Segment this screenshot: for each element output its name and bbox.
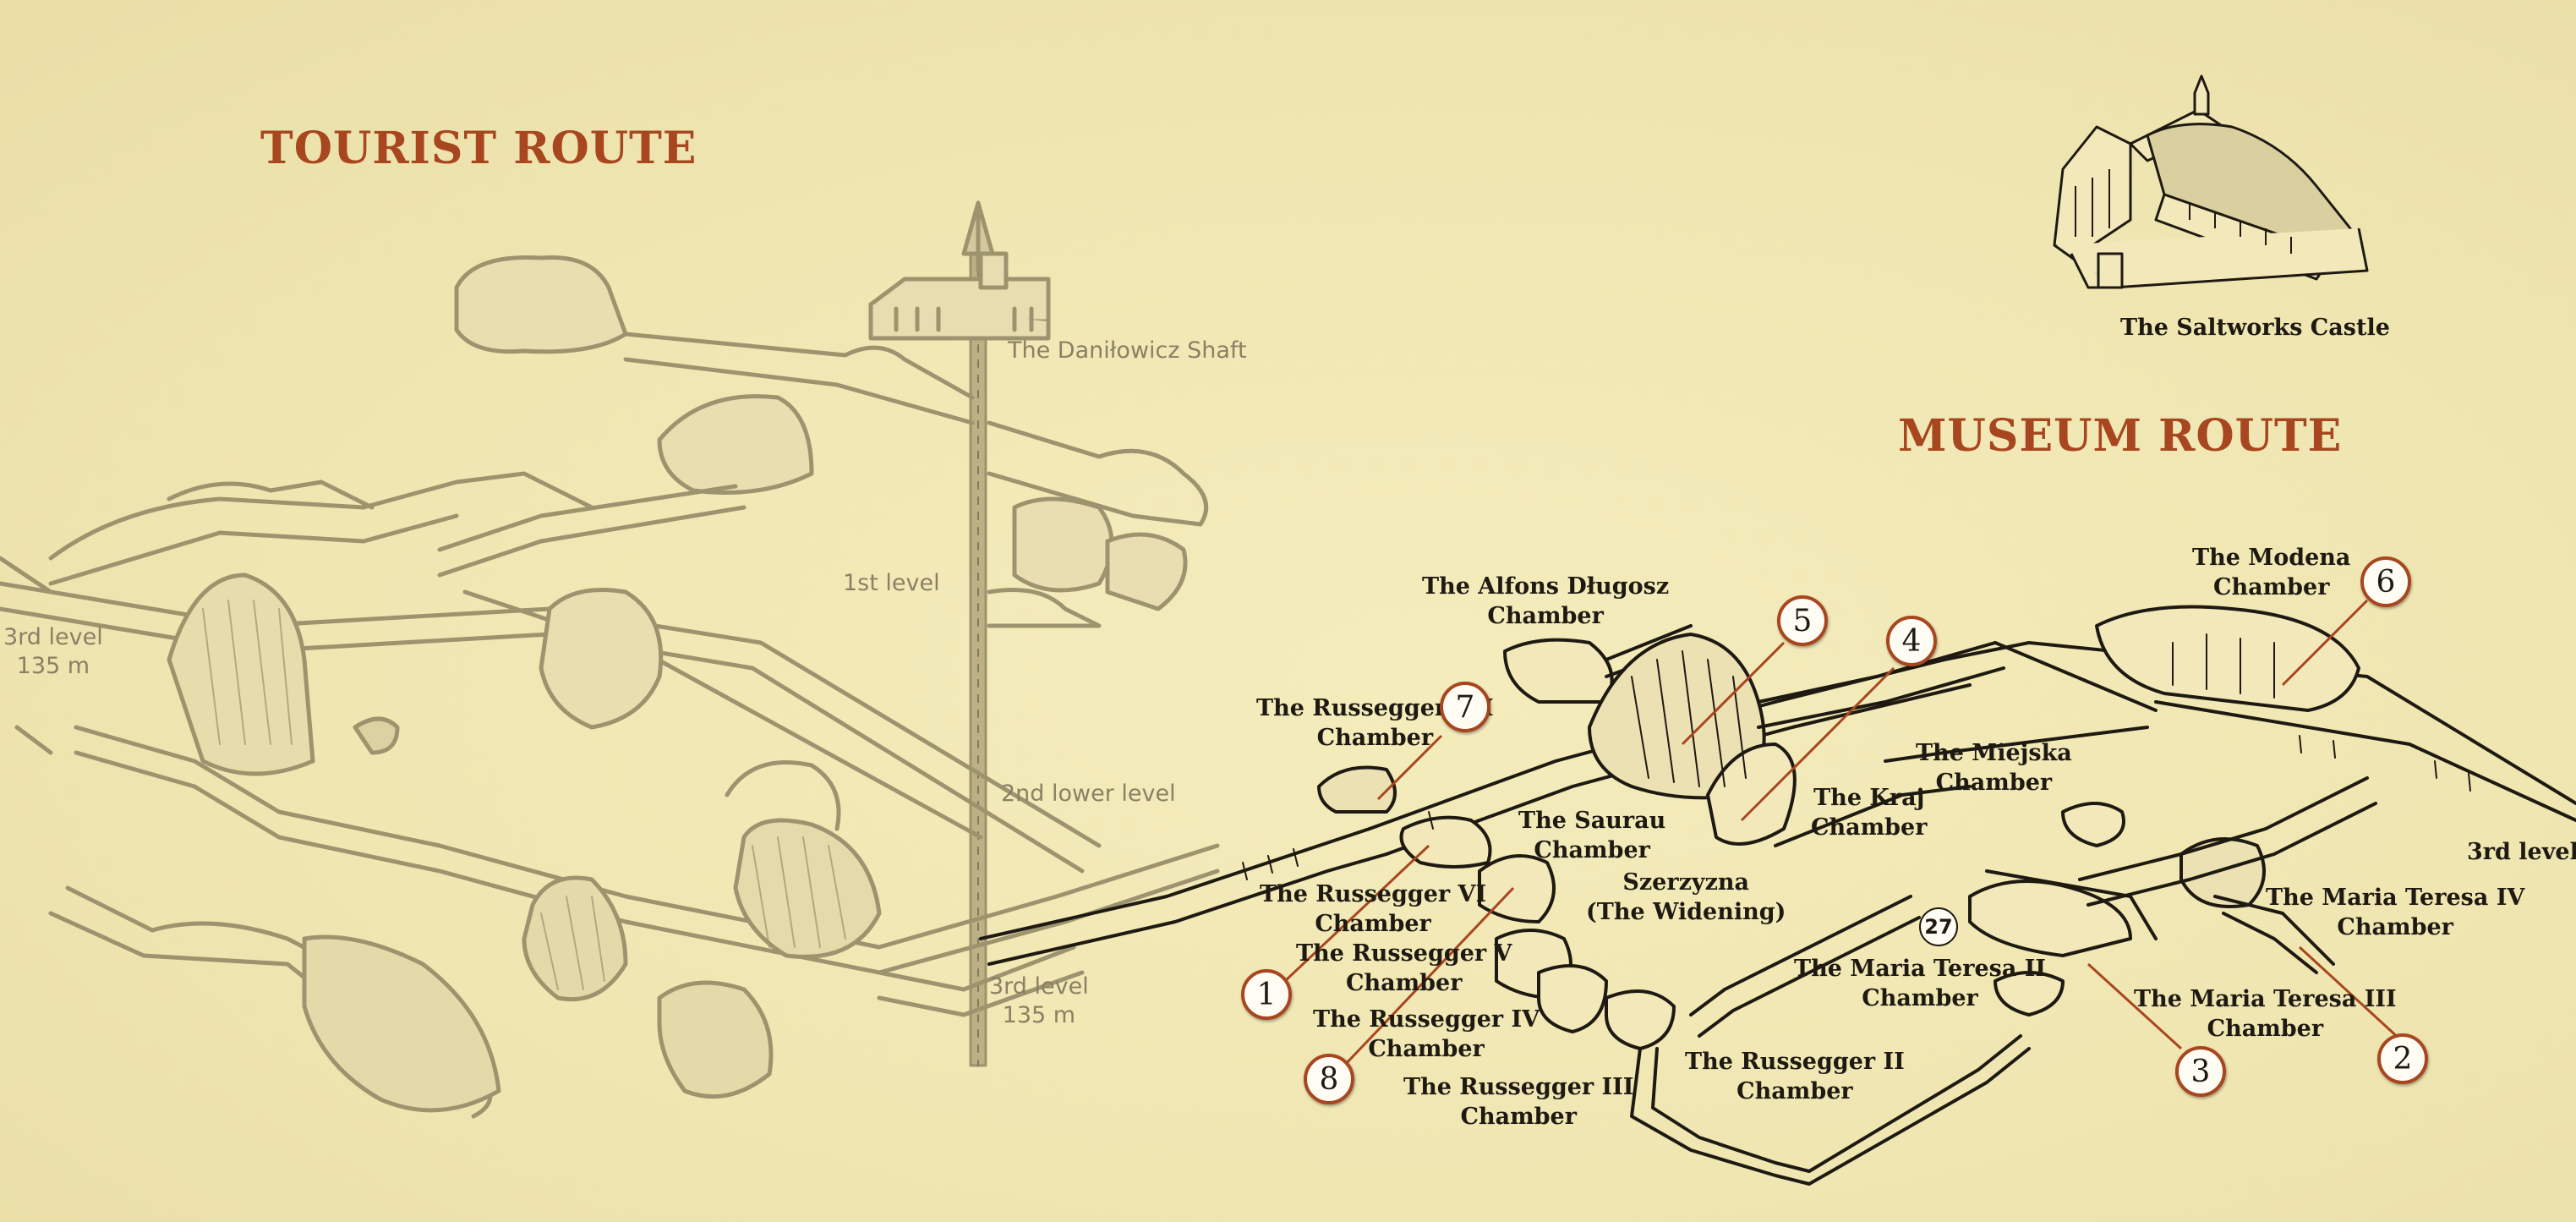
miejska-chamber-label: The Miejska Chamber <box>1916 738 2072 797</box>
russegger-vi-label-line1: The Russegger VI <box>1260 881 1487 907</box>
marker-leader-lines <box>1283 599 2403 1067</box>
marker-27[interactable]: 27 <box>1919 907 1958 946</box>
russegger-vi-label-line2: Chamber <box>1315 911 1431 937</box>
danilowicz-shaft-headframe-illustration <box>868 251 1051 341</box>
miejska-label-line2: Chamber <box>1935 770 2053 796</box>
kraj-label-line2: Chamber <box>1811 814 1928 841</box>
szerzyzna-label-line2: (The Widening) <box>1586 899 1786 925</box>
modena-chamber-label: The Modena Chamber <box>2192 543 2350 602</box>
russegger-ii-label-line1: The Russegger II <box>1685 1049 1905 1075</box>
third-level-center-label: 3rd level 135 m <box>989 973 1089 1030</box>
marker-3[interactable]: 3 <box>2175 1046 2226 1097</box>
third-level-left-line2: 135 m <box>16 653 90 679</box>
russegger-ii-chamber-label: The Russegger II Chamber <box>1685 1047 1905 1106</box>
russegger-iv-label-line2: Chamber <box>1368 1036 1485 1062</box>
maria-teresa-ii-label-line1: The Maria Teresa II <box>1794 956 2046 982</box>
russegger-vi-chamber-label: The Russegger VI Chamber <box>1260 880 1486 939</box>
maria-teresa-iv-label-line2: Chamber <box>2337 914 2453 940</box>
maria-teresa-iv-chamber-label: The Maria Teresa IV Chamber <box>2266 883 2524 942</box>
second-lower-level-label: 2nd lower level <box>1001 781 1176 807</box>
maria-teresa-iv-label-line1: The Maria Teresa IV <box>2266 885 2525 911</box>
russegger-v-label-line2: Chamber <box>1346 970 1463 996</box>
maria-teresa-ii-label-line2: Chamber <box>1862 985 1978 1011</box>
saltworks-castle-illustration <box>2053 74 2369 289</box>
marker-8[interactable]: 8 <box>1304 1054 1354 1104</box>
maria-teresa-iii-chamber-label: The Maria Teresa III Chamber <box>2134 984 2397 1044</box>
saltworks-castle-label: The Saltworks Castle <box>2120 315 2390 341</box>
russegger-iv-chamber-label: The Russegger IV Chamber <box>1313 1005 1540 1064</box>
museum-route-title: MUSEUM ROUTE <box>1898 410 2343 462</box>
maria-teresa-iii-label-line2: Chamber <box>2207 1016 2324 1042</box>
miejska-label-line1: The Miejska <box>1916 740 2072 766</box>
marker-4[interactable]: 4 <box>1886 616 1937 666</box>
saurau-label-line2: Chamber <box>1534 837 1650 863</box>
marker-5[interactable]: 5 <box>1777 595 1828 646</box>
szerzyzna-label: Szerzyzna (The Widening) <box>1586 868 1786 927</box>
third-level-right-label: 3rd level <box>2467 839 2576 865</box>
kraj-label-line1: The Kraj <box>1813 785 1925 811</box>
third-level-center-line1: 3rd level <box>989 973 1089 1000</box>
saurau-chamber-label: The Saurau Chamber <box>1518 806 1665 865</box>
marker-7[interactable]: 7 <box>1440 682 1490 732</box>
russegger-v-label-line1: The Russegger V <box>1296 940 1512 967</box>
kraj-chamber-label: The Kraj Chamber <box>1811 783 1927 842</box>
russegger-v-chamber-label: The Russegger V Chamber <box>1296 939 1512 998</box>
leader-line-8 <box>1343 886 1515 1067</box>
leader-line-4 <box>1740 666 1895 822</box>
alfons-dlugosz-chamber-label: The Alfons Długosz Chamber <box>1422 572 1669 631</box>
third-level-left-label: 3rd level 135 m <box>3 623 103 681</box>
russegger-iii-label-line1: The Russegger III <box>1403 1074 1634 1100</box>
maria-teresa-ii-chamber-label: The Maria Teresa II Chamber <box>1794 954 2046 1013</box>
tourist-route-title: TOURIST ROUTE <box>260 123 697 174</box>
russegger-iv-label-line1: The Russegger IV <box>1313 1006 1540 1033</box>
marker-2[interactable]: 2 <box>2377 1033 2428 1084</box>
maria-teresa-iii-label-line1: The Maria Teresa III <box>2134 986 2397 1012</box>
leader-line-3 <box>2087 962 2183 1050</box>
danilowicz-shaft <box>961 200 995 1067</box>
modena-label-line2: Chamber <box>2212 574 2330 600</box>
alfons-dlugosz-label-line2: Chamber <box>1487 603 1604 629</box>
marker-1[interactable]: 1 <box>1241 969 1292 1020</box>
marker-6[interactable]: 6 <box>2360 556 2411 607</box>
saurau-label-line1: The Saurau <box>1518 808 1666 834</box>
alfons-dlugosz-label-line1: The Alfons Długosz <box>1422 573 1670 600</box>
leader-line-2 <box>2298 945 2403 1042</box>
third-level-left-line1: 3rd level <box>3 624 103 650</box>
danilowicz-shaft-label: The Daniłowicz Shaft <box>1008 337 1247 364</box>
leader-line-5 <box>1681 641 1786 746</box>
leader-line-7 <box>1376 734 1443 801</box>
russegger-ii-label-line2: Chamber <box>1736 1078 1853 1104</box>
szerzyzna-label-line1: Szerzyzna <box>1622 869 1750 896</box>
third-level-center-line2: 135 m <box>1002 1002 1076 1028</box>
leader-line-1 <box>1283 844 1430 983</box>
russegger-iii-label-line2: Chamber <box>1460 1104 1577 1130</box>
first-level-label: 1st level <box>843 570 940 596</box>
leader-line-6 <box>2281 599 2369 687</box>
modena-label-line1: The Modena <box>2192 545 2351 571</box>
tourist-route-drawing <box>0 200 1220 1119</box>
russegger-vii-label-line2: Chamber <box>1316 725 1434 751</box>
russegger-iii-chamber-label: The Russegger III Chamber <box>1403 1072 1633 1132</box>
